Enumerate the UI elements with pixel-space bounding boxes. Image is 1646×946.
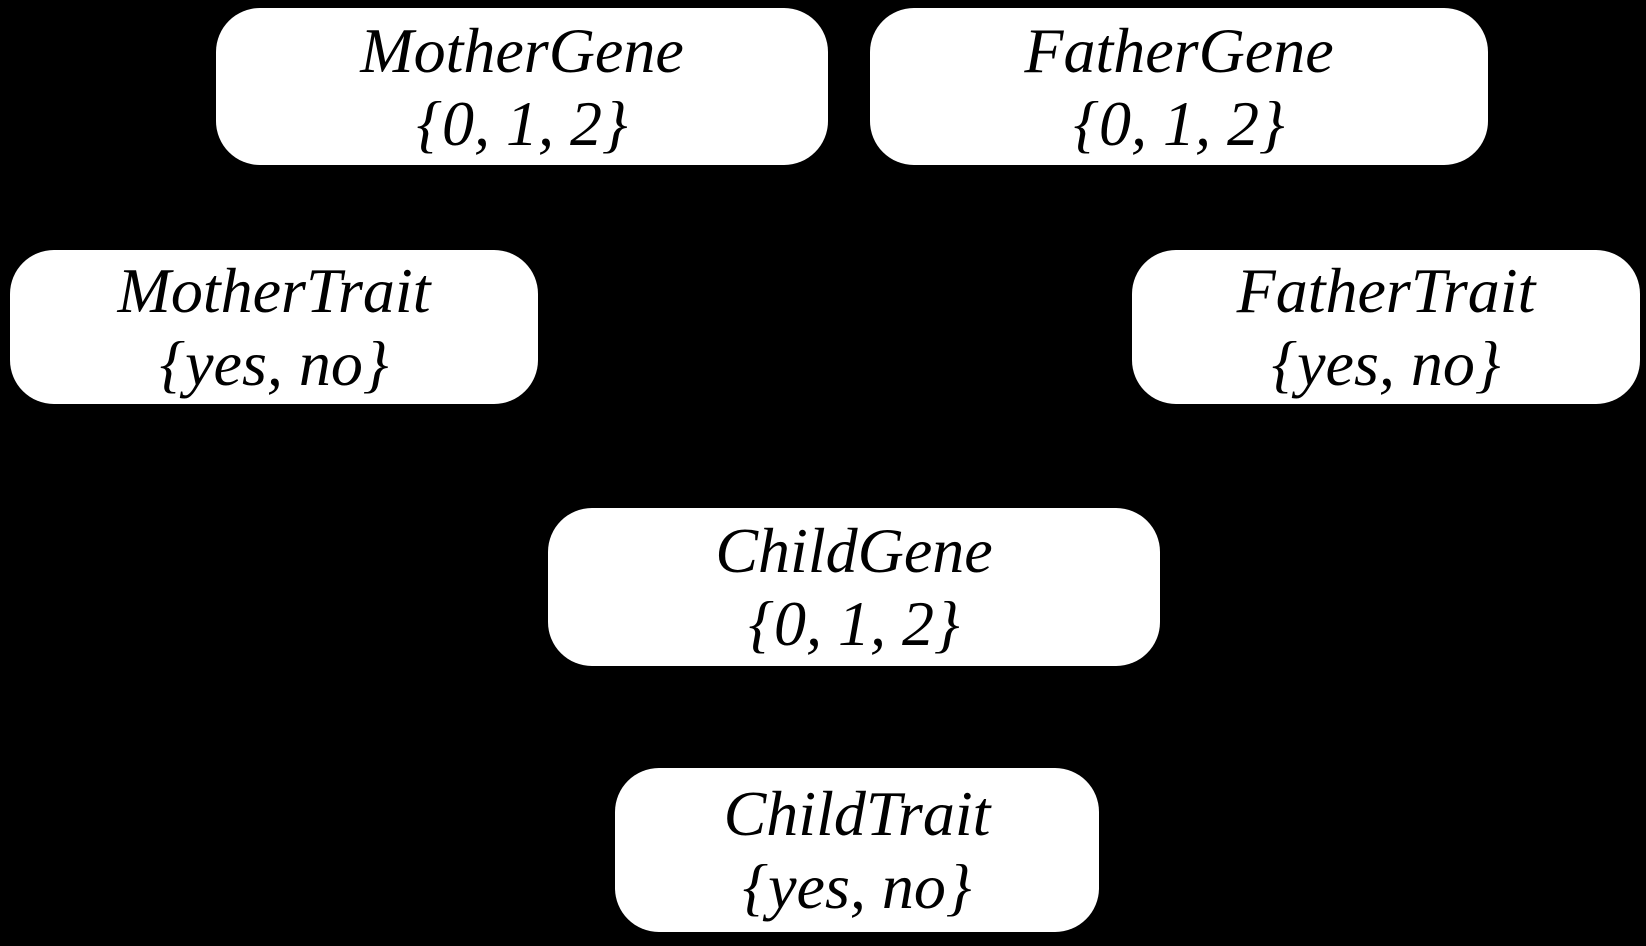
- node-father-trait: FatherTrait {yes, no}: [1132, 250, 1640, 404]
- node-father-gene: FatherGene {0, 1, 2}: [870, 8, 1488, 165]
- node-domain-values: {yes, no}: [742, 851, 972, 922]
- node-label: MotherGene: [360, 14, 684, 86]
- node-domain-values: {0, 1, 2}: [1073, 87, 1285, 159]
- node-label: MotherTrait: [117, 255, 431, 326]
- node-domain-values: {0, 1, 2}: [416, 87, 628, 159]
- node-domain-values: {yes, no}: [1271, 328, 1501, 399]
- node-mother-gene: MotherGene {0, 1, 2}: [216, 8, 828, 165]
- node-label: FatherTrait: [1236, 255, 1536, 326]
- node-label: ChildTrait: [723, 778, 991, 849]
- node-domain-values: {yes, no}: [159, 328, 389, 399]
- node-label: ChildGene: [715, 515, 993, 586]
- node-label: FatherGene: [1024, 14, 1334, 86]
- node-child-gene: ChildGene {0, 1, 2}: [548, 508, 1160, 666]
- node-domain-values: {0, 1, 2}: [748, 588, 960, 659]
- node-mother-trait: MotherTrait {yes, no}: [10, 250, 538, 404]
- node-child-trait: ChildTrait {yes, no}: [615, 768, 1099, 932]
